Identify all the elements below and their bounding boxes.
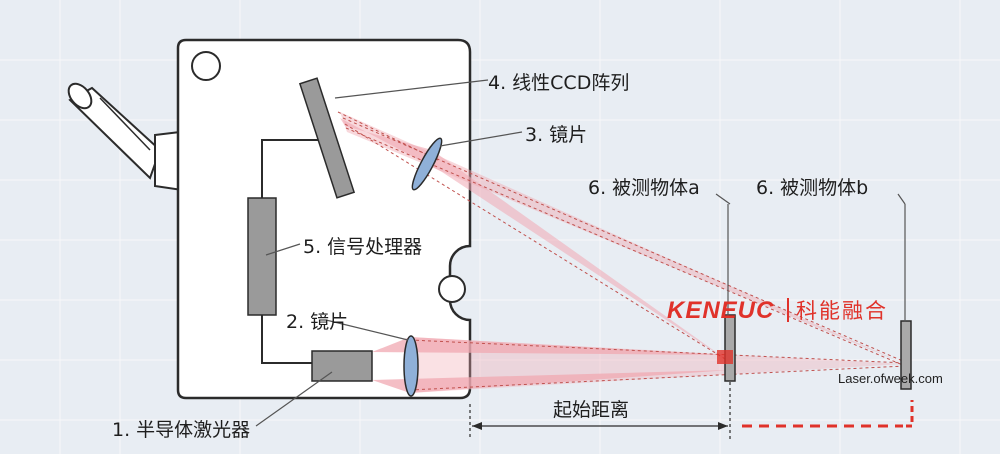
label-object-a: 6. 被测物体a: [588, 177, 700, 199]
brand-logo: KENEUC 科能融合: [667, 297, 888, 324]
object-b: [900, 320, 912, 390]
signal-processor: [247, 197, 277, 316]
laser-diode: [311, 350, 373, 382]
label-ccd-array: 4. 线性CCD阵列: [488, 72, 629, 94]
label-start-distance: 起始距离: [553, 399, 629, 421]
object-a: [717, 314, 736, 382]
lens-2: [403, 335, 419, 397]
label-laser-diode: 1. 半导体激光器: [112, 419, 250, 441]
brand-logo-cn: 科能融合: [796, 299, 888, 323]
light-beams: [337, 111, 906, 393]
label-object-b: 6. 被测物体b: [756, 177, 868, 199]
signal-wiring: [261, 139, 330, 364]
brand-logo-en: KENEUC: [667, 297, 774, 324]
measurement-range-marker: [742, 400, 914, 428]
label-lens-3: 3. 镜片: [525, 124, 587, 146]
cable: [67, 82, 184, 192]
watermark-text: Laser.ofweek.com: [838, 371, 943, 386]
label-lens-2: 2. 镜片: [286, 311, 348, 333]
leader-lines: [255, 79, 906, 427]
lens-3: [411, 137, 443, 191]
ccd-array: [298, 77, 356, 199]
start-distance-dimension: [469, 382, 731, 440]
label-signal-processor: 5. 信号处理器: [303, 236, 422, 258]
